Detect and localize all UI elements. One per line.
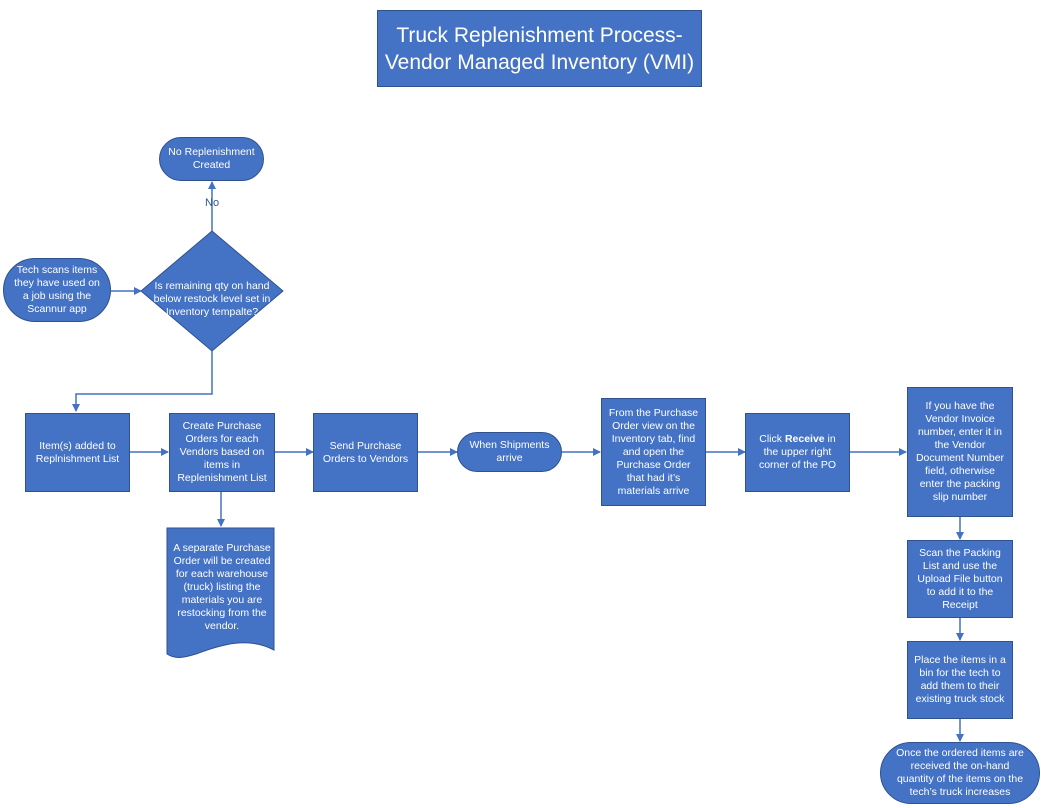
- title-line-1: Truck Replenishment Process-: [396, 23, 683, 47]
- separate-po-text: A separate Purchase Order will be create…: [173, 541, 271, 632]
- receive-bold: Receive: [784, 433, 825, 445]
- document-shape: [166, 527, 275, 658]
- scan-packing-box: Scan the Packing List and use the Upload…: [907, 540, 1013, 618]
- vendor-invoice-text: If you have the Vendor Invoice number, e…: [915, 400, 1005, 503]
- open-po-text: From the Purchase Order view on the Inve…: [608, 406, 699, 497]
- decision-text: Is remaining qty on hand below restock l…: [153, 279, 271, 318]
- arrow-decision-to-items-added: [72, 351, 213, 412]
- page-title: Truck Replenishment Process- Vendor Mana…: [377, 10, 702, 87]
- items-added-box: Item(s) added to Replnishment List: [25, 413, 130, 492]
- click-receive-prefix: Click: [759, 433, 785, 445]
- scan-packing-text: Scan the Packing List and use the Upload…: [917, 546, 1003, 611]
- items-added-text: Item(s) added to Replnishment List: [35, 439, 120, 465]
- click-receive-box: Click Receive in the upper right corner …: [745, 413, 850, 492]
- click-receive-suffix: in the upper right corner of the PO: [758, 433, 837, 471]
- place-items-box: Place the items in a bin for the tech to…: [907, 641, 1013, 719]
- vendor-invoice-box: If you have the Vendor Invoice number, e…: [907, 387, 1013, 517]
- shipments-arrive-text: When Shipments arrive: [469, 439, 550, 464]
- place-items-text: Place the items in a bin for the tech to…: [914, 654, 1006, 705]
- title-line-2: Vendor Managed Inventory (VMI): [384, 50, 695, 74]
- tech-scans-text: Tech scans items they have used on a job…: [14, 264, 100, 315]
- send-po-box: Send Purchase Orders to Vendors: [313, 413, 418, 492]
- send-po-text: Send Purchase Orders to Vendors: [322, 439, 409, 465]
- create-po-text: Create Purchase Orders for each Vendors …: [177, 420, 267, 484]
- click-receive-text: Click Receive in the upper right corner …: [752, 433, 843, 472]
- no-replenishment-text: No Replenishment Created: [168, 146, 255, 171]
- open-po-box: From the Purchase Order view on the Inve…: [601, 398, 706, 506]
- no-label: No: [205, 197, 220, 209]
- create-po-box: Create Purchase Orders for each Vendors …: [169, 413, 275, 492]
- tech-scans-terminator: Tech scans items they have used on a job…: [3, 258, 111, 322]
- shipments-arrive-terminator: When Shipments arrive: [457, 432, 562, 472]
- received-text: Once the ordered items are received the …: [896, 747, 1024, 798]
- no-replenishment-terminator: No Replenishment Created: [159, 137, 264, 181]
- received-terminator: Once the ordered items are received the …: [880, 742, 1040, 804]
